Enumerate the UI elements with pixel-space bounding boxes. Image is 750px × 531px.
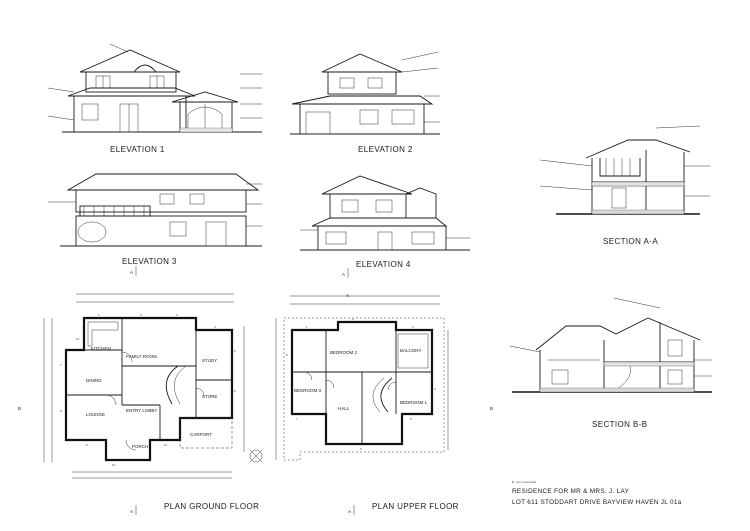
section-mark-a-upper-mid: A: [346, 293, 349, 298]
plan-upper-title: PLAN UPPER FLOOR: [372, 502, 459, 511]
window-number: 9: [86, 443, 88, 447]
room-bedroom-1: BEDROOM 1: [400, 400, 428, 405]
window-number: 1: [98, 313, 100, 317]
elevation-1: ELEVATION 1: [47, 43, 262, 154]
window-number: 4: [434, 387, 436, 391]
section-b-b: SECTION B-B: [509, 297, 712, 429]
room-bedroom-3: BEDROOM 3: [294, 388, 322, 393]
plan-ground-floor: KITCHEN FAMILY ROOM STUDY DINING LOUNGE …: [18, 266, 263, 515]
section-mark-a-upper-top: A: [342, 272, 345, 277]
room-porch: PORCH: [132, 444, 148, 449]
window-number: 12: [76, 337, 80, 341]
revision-status: B - as constructed: [512, 480, 537, 484]
section-mark-a-upper-bottom: A: [348, 509, 351, 514]
room-hall: HALL: [338, 406, 350, 411]
room-balcony: BALCONY: [400, 348, 422, 353]
window-number: 8: [286, 353, 288, 357]
window-number: 10: [112, 463, 116, 467]
plan-ground-title: PLAN GROUND FLOOR: [164, 502, 259, 511]
window-number: 3: [412, 325, 414, 329]
elevation-3: ELEVATION 3: [48, 173, 262, 266]
room-kitchen: KITCHEN: [91, 346, 111, 351]
window-number: 5: [410, 417, 412, 421]
room-entry-lobby: ENTRY LOBBY: [126, 408, 157, 413]
window-number: 6: [234, 389, 236, 393]
elevation-2-title: ELEVATION 2: [358, 145, 413, 154]
window-number: 4: [214, 325, 216, 329]
room-carport: CARPORT: [190, 432, 212, 437]
project-title: RESIDENCE FOR MR & MRS. J. LAY: [512, 488, 630, 495]
room-family: FAMILY ROOM: [126, 354, 157, 359]
window-number: 1: [306, 325, 308, 329]
window-number: 2: [352, 317, 354, 321]
elevation-2: ELEVATION 2: [290, 51, 440, 154]
section-mark-a-bottom: A: [130, 509, 133, 514]
window-number: 2: [140, 313, 142, 317]
window-number: 11: [164, 443, 167, 447]
room-study: STUDY: [202, 358, 217, 363]
section-bb-title: SECTION B-B: [592, 420, 648, 429]
window-number: 5: [234, 349, 236, 353]
project-address: LOT 611 STODDART DRIVE BAYVIEW HAVEN JL …: [512, 499, 682, 506]
plan-upper-floor: BEDROOM 2 BALCONY BEDROOM 3 BEDROOM 1 HA…: [275, 268, 493, 515]
elevation-3-title: ELEVATION 3: [122, 257, 177, 266]
room-dining: DINING: [86, 378, 102, 383]
section-mark-b-left: B: [18, 406, 21, 411]
window-number: 3: [176, 313, 178, 317]
window-number: 7: [60, 363, 62, 367]
elevation-4-title: ELEVATION 4: [356, 260, 411, 269]
window-number: 6: [360, 447, 362, 451]
elevation-4: ELEVATION 4: [300, 175, 470, 269]
room-lounge: LOUNGE: [86, 412, 105, 417]
section-mark-a-top: A: [130, 270, 133, 275]
room-bedroom-2: BEDROOM 2: [330, 350, 358, 355]
window-number: 8: [60, 409, 62, 413]
window-number: 7: [296, 417, 298, 421]
title-block: B - as constructed RESIDENCE FOR MR & MR…: [512, 480, 682, 506]
room-store: STORE: [202, 394, 217, 399]
elevation-1-title: ELEVATION 1: [110, 145, 165, 154]
section-a-a: SECTION A-A: [539, 125, 710, 246]
section-mark-b-right: B: [490, 406, 493, 411]
section-aa-title: SECTION A-A: [603, 237, 658, 246]
